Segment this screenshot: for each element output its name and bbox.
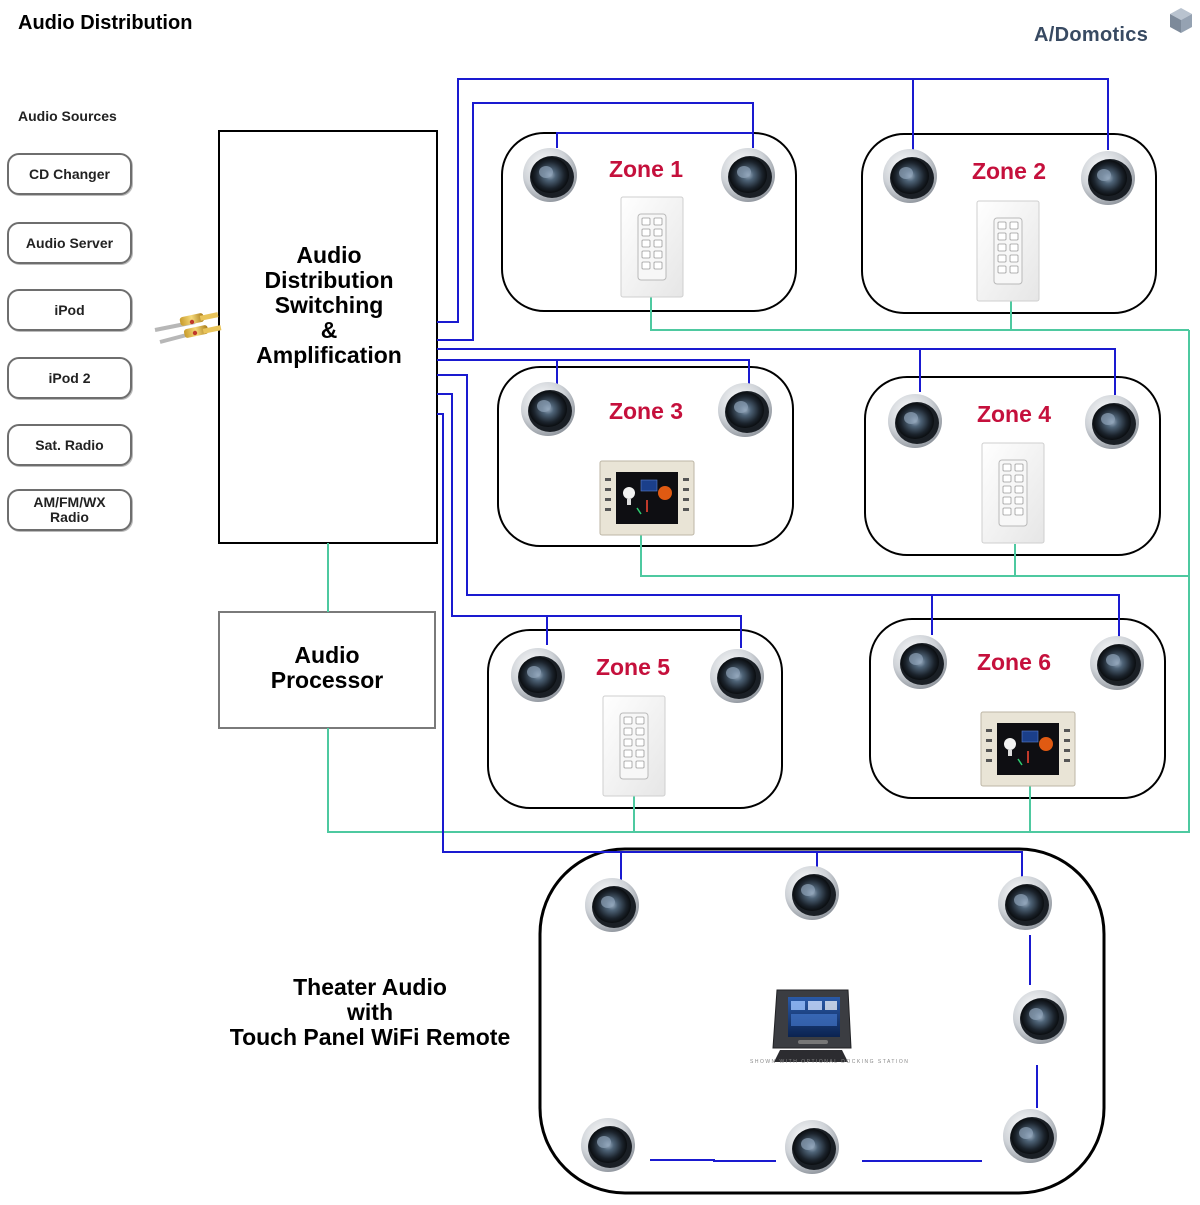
theater-speaker-rear-center xyxy=(785,1120,839,1174)
zone-6-speaker-right xyxy=(1090,636,1144,690)
zone-4-keypad-icon xyxy=(981,442,1045,544)
source-am-fm-wx-radio[interactable]: AM/FM/WX Radio xyxy=(7,489,132,531)
theater-speaker-side-right xyxy=(1013,990,1067,1044)
zone-2-speaker-left xyxy=(883,149,937,203)
theater-speaker-rear-right xyxy=(1003,1109,1057,1163)
zone-3-speaker-left xyxy=(521,382,575,436)
brand-logo: A/Domotics xyxy=(1030,6,1195,50)
page-title: Audio Distribution xyxy=(18,12,193,34)
zone-2-speaker-right xyxy=(1081,151,1135,205)
zone-6-touchscreen-icon xyxy=(980,711,1076,787)
zone-4-speaker-left xyxy=(888,394,942,448)
theater-speaker-front-right xyxy=(998,876,1052,930)
sources-title: Audio Sources xyxy=(18,108,117,124)
zone-4-title: Zone 4 xyxy=(977,401,1051,427)
zone-5-speaker-left xyxy=(511,648,565,702)
processor-label: Audio Processor xyxy=(270,642,384,693)
zone-1-keypad-icon xyxy=(620,196,684,298)
source-audio-server[interactable]: Audio Server xyxy=(7,222,132,264)
source-sat-radio[interactable]: Sat. Radio xyxy=(7,424,132,466)
zone-1-title: Zone 1 xyxy=(609,156,683,182)
zone-3-speaker-right xyxy=(718,383,772,437)
wifi-remote-icon: SHOWN WITH OPTIONAL DOCKING STATION xyxy=(750,989,909,1065)
zone-2-title: Zone 2 xyxy=(972,158,1046,184)
theater-speaker-rear-left xyxy=(581,1118,635,1172)
amplifier-label: Audio Distribution Switching & Amplifica… xyxy=(256,242,402,368)
theater-label: Theater Audio with Touch Panel WiFi Remo… xyxy=(229,974,511,1050)
zone-1-speaker-left xyxy=(523,148,577,202)
zone-3-title: Zone 3 xyxy=(609,398,683,424)
source-ipod[interactable]: iPod xyxy=(7,289,132,331)
theater-speaker-front-left xyxy=(585,878,639,932)
zone-5-speaker-right xyxy=(710,649,764,703)
speaker-wires xyxy=(437,78,1120,1162)
source-cd-changer[interactable]: CD Changer xyxy=(7,153,132,195)
zone-2-keypad-icon xyxy=(976,200,1040,302)
amplifier-box xyxy=(218,130,438,544)
zone-4-speaker-right xyxy=(1085,395,1139,449)
zone-6-speaker-left xyxy=(893,635,947,689)
logo-cube-icon xyxy=(1170,8,1192,33)
zone-1-speaker-right xyxy=(721,148,775,202)
zone-6-title: Zone 6 xyxy=(977,649,1051,675)
rca-cable-icon xyxy=(154,312,222,344)
processor-box xyxy=(218,611,436,729)
remote-caption: SHOWN WITH OPTIONAL DOCKING STATION xyxy=(750,1059,909,1065)
zone-5-title: Zone 5 xyxy=(596,654,670,680)
zone-5-keypad-icon xyxy=(602,695,666,797)
theater-speaker-center xyxy=(785,866,839,920)
source-ipod-2[interactable]: iPod 2 xyxy=(7,357,132,399)
control-wires xyxy=(327,296,1190,833)
zone-3-touchscreen-icon xyxy=(599,460,695,536)
logo-text: A/Domotics xyxy=(1034,24,1149,46)
